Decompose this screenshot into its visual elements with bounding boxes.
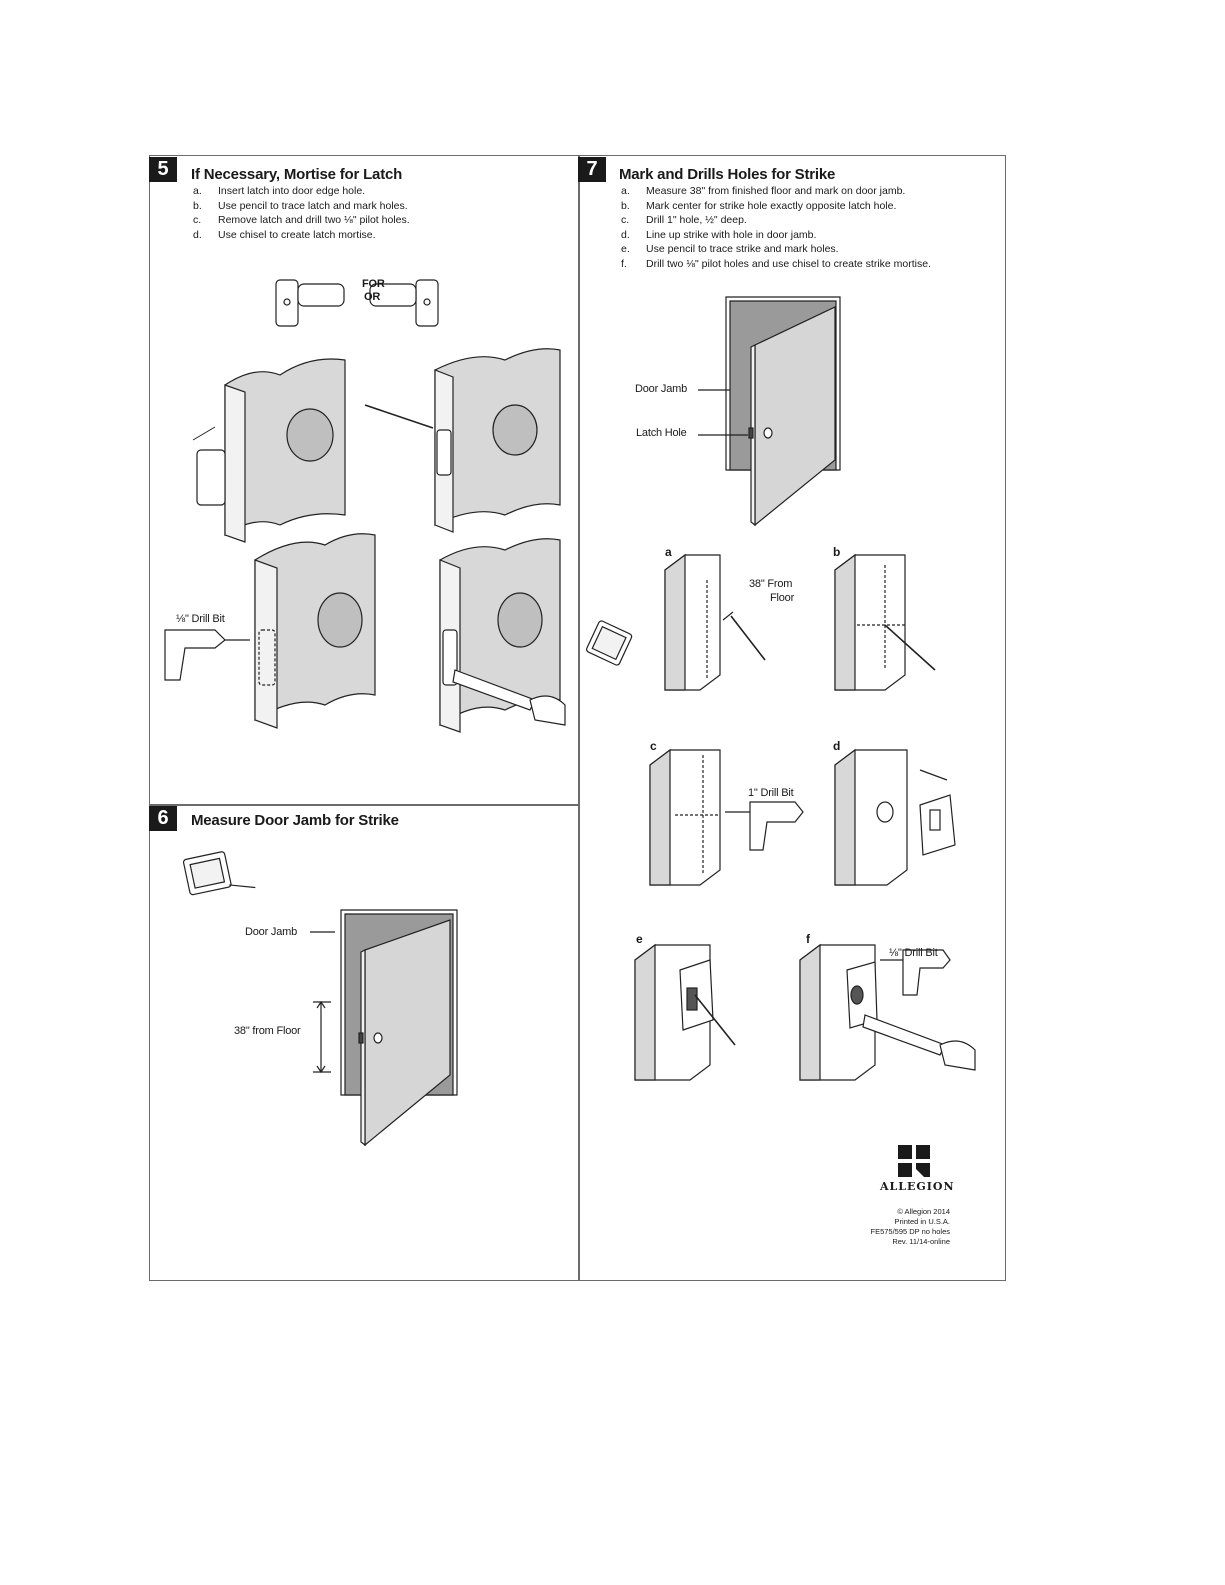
doc-code-line: FE575/595 DP no holes [820,1227,950,1237]
measure-door-illustration [175,850,475,1160]
allegion-brand: ALLEGION [880,1180,955,1193]
step-item: a.Insert latch into door edge hole. [193,184,410,199]
step-item: c.Remove latch and drill two ⅛" pilot ho… [193,213,410,228]
revision-line: Rev. 11/14-online [820,1237,950,1247]
printed-line: Printed in U.S.A. [820,1217,950,1227]
eighth-inch-drill-label: ⅛" Drill Bit [889,947,938,959]
section-5-number: 5 [149,157,177,182]
step-item: e.Use pencil to trace strike and mark ho… [621,242,931,257]
section-5-drill-label: ⅛" Drill Bit [176,613,225,625]
or-label: OR [364,291,380,303]
allegion-logo-icon [898,1145,930,1177]
door-latch-hole-illustration [630,295,850,530]
section-6-title: Measure Door Jamb for Strike [191,812,399,829]
section-6-floor-label: 38" from Floor [234,1025,301,1037]
section-6-number: 6 [149,806,177,831]
step-item: d.Use chisel to create latch mortise. [193,228,410,243]
mortise-steps-illustration [185,330,575,730]
section-5-steps: a.Insert latch into door edge hole. b.Us… [193,184,410,242]
step-item: b.Mark center for strike hole exactly op… [621,199,931,214]
section-divider [149,804,579,806]
for-label: FOR [362,278,385,290]
step-item: a.Measure 38" from finished floor and ma… [621,184,931,199]
section-6-door-jamb-label: Door Jamb [245,926,297,938]
column-divider [578,155,580,1281]
latch-hole-label: Latch Hole [636,427,687,439]
from-floor-label-line-2: Floor [770,592,794,604]
section-7-door-jamb-label: Door Jamb [635,383,687,395]
from-floor-label-line-1: 38" From [749,578,792,590]
step-item: b.Use pencil to trace latch and mark hol… [193,199,410,214]
section-7-steps: a.Measure 38" from finished floor and ma… [621,184,931,272]
section-7-number: 7 [578,157,606,182]
step-item: d.Line up strike with hole in door jamb. [621,228,931,243]
step-item: f.Drill two ⅛" pilot holes and use chise… [621,257,931,272]
strike-steps-illustration [595,540,995,1100]
section-7-title: Mark and Drills Holes for Strike [619,166,835,183]
step-item: c.Drill 1" hole, ½" deep. [621,213,931,228]
footer-info: © Allegion 2014 Printed in U.S.A. FE575/… [820,1207,950,1247]
section-5-title: If Necessary, Mortise for Latch [191,166,402,183]
copyright-line: © Allegion 2014 [820,1207,950,1217]
latch-options-illustration [270,262,450,334]
one-inch-drill-label: 1" Drill Bit [748,787,794,799]
